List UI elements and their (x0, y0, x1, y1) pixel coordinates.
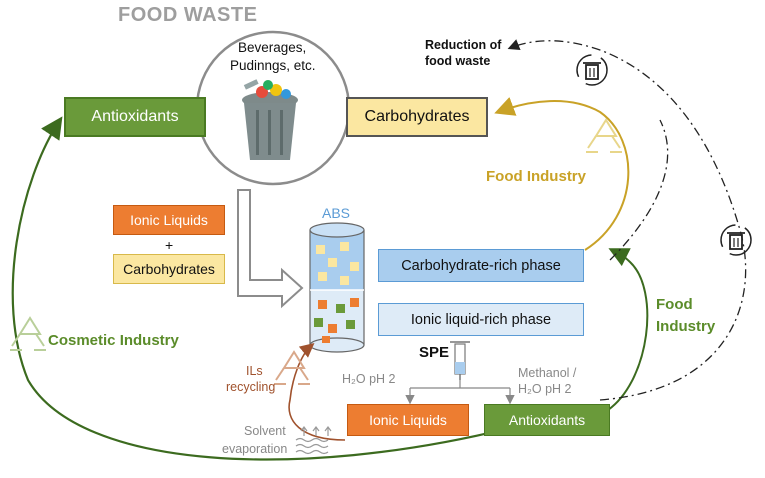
trash-can-icon (242, 79, 298, 160)
spe-label: SPE (419, 344, 450, 361)
circle-text-line1: Beverages, (238, 40, 307, 55)
methanol-h2o-label: H₂O pH 2 (518, 382, 572, 396)
recycle-icon-brown (274, 350, 310, 385)
ils-recycling-line2: recycling (226, 380, 276, 394)
ionic-liquid-rich-phase-box: Ionic liquid-rich phase (378, 303, 584, 336)
food-industry-gold-label: Food Industry (486, 168, 586, 185)
abs-label: ABS (322, 205, 351, 221)
solvent-evaporation-line1: Solvent (244, 424, 286, 438)
cosmetic-loop-arrow (11, 116, 511, 461)
ionic-liquids-left-box: Ionic Liquids (113, 205, 225, 235)
recycle-trash-icon-top (576, 54, 608, 86)
recycle-icon-left (10, 316, 46, 351)
h2o-ph-label: H₂O pH 2 (342, 372, 396, 386)
recycle-icon-gold (586, 118, 622, 153)
plus-sign: + (165, 237, 174, 253)
reduction-label-line2: food waste (425, 54, 491, 68)
ils-recycling-arrow (288, 342, 346, 441)
antioxidants-top-box: Antioxidants (64, 97, 206, 137)
circle-text-line2: Pudinngs, etc. (230, 58, 316, 73)
food-industry-green-arrow (607, 248, 649, 411)
abs-cylinder (309, 222, 365, 353)
carbohydrates-left-box: Carbohydrates (113, 254, 225, 284)
evaporation-icon (295, 426, 332, 455)
food-industry-green-line1: Food (656, 296, 693, 313)
reduction-label-line1: Reduction of (425, 38, 502, 52)
reduction-dashdot-arrow (507, 39, 747, 401)
food-industry-green-line2: Industry (656, 318, 716, 335)
recycle-trash-icon-right (720, 224, 752, 256)
flow-arrow-to-abs (237, 189, 304, 309)
food-waste-title: FOOD WASTE (118, 4, 258, 26)
cosmetic-industry-label: Cosmetic Industry (48, 332, 179, 349)
reduction-dashdot-inner (609, 119, 669, 261)
syringe-icon (450, 341, 470, 380)
carbohydrate-rich-phase-box: Carbohydrate-rich phase (378, 249, 584, 282)
ils-recycling-line1: ILs (246, 364, 263, 378)
food-industry-gold-arrow (494, 97, 630, 251)
ionic-liquids-bottom-box: Ionic Liquids (347, 404, 469, 436)
solvent-evaporation-line2: evaporation (222, 442, 288, 456)
methanol-label: Methanol / (518, 366, 577, 380)
carbohydrates-top-box: Carbohydrates (346, 97, 488, 137)
antioxidants-bottom-box: Antioxidants (484, 404, 610, 436)
